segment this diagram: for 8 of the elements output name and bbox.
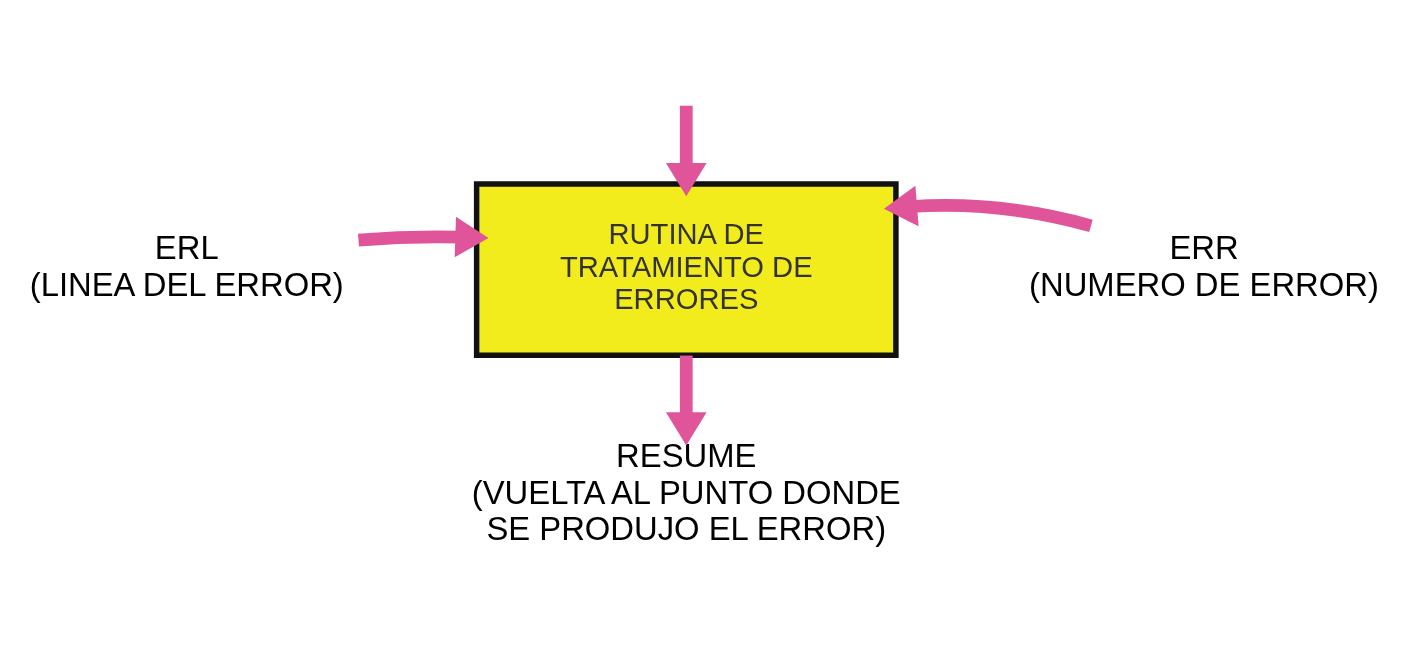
- node-text: RESUME (VUELTA AL PUNTO DONDE SE PRODUJO EL ERROR): [471, 436, 901, 547]
- arrow: [665, 355, 707, 445]
- arrow: [883, 185, 1093, 232]
- arrow: [358, 216, 489, 257]
- node-text: ERL (LINEA DEL ERROR): [29, 228, 344, 303]
- node-box: RUTINA DE TRATAMIENTO DE ERRORES: [473, 180, 899, 358]
- node-text: ERR (NUMERO DE ERROR): [1029, 228, 1379, 303]
- arrow: [665, 105, 707, 196]
